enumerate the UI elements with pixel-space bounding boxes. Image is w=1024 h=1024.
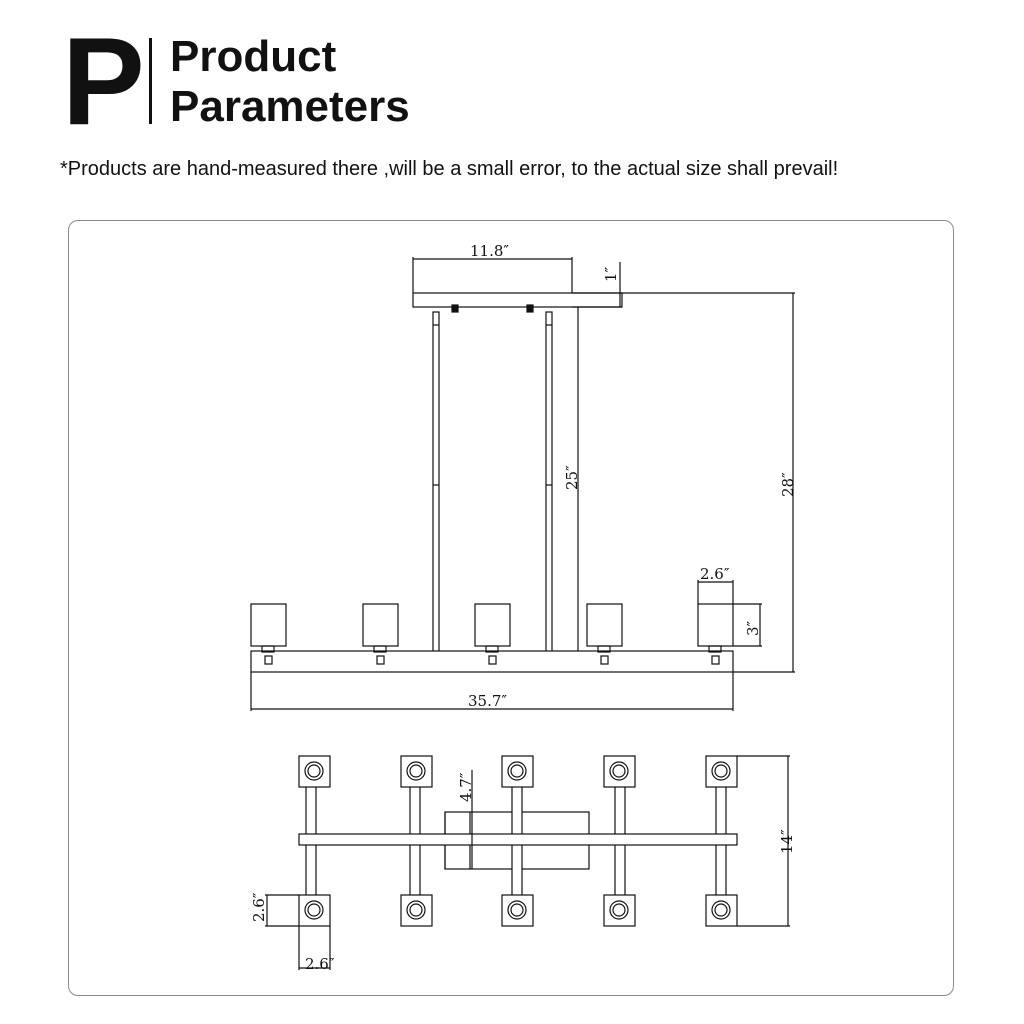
rod-right: [545, 311, 553, 653]
logo-divider: [149, 38, 152, 124]
diagram-frame: [68, 220, 954, 996]
shade-2: [362, 603, 399, 665]
dim-overall-height: 28″: [779, 472, 797, 497]
dim-canopy-height: 1″: [602, 266, 620, 282]
rod-left: [432, 311, 440, 653]
dim-top-shade-height: 2.6″: [250, 892, 268, 922]
measurement-notice: *Products are hand-measured there ,will …: [60, 158, 839, 180]
dim-top-canopy-depth: 4.7″: [457, 772, 475, 802]
title-line-1: Product: [170, 32, 337, 81]
logo-letter: P: [62, 13, 145, 151]
dim-shade-width: 2.6″: [700, 565, 730, 583]
dim-canopy-width: 11.8″: [470, 242, 509, 260]
dim-top-overall-depth: 14″: [778, 829, 796, 854]
top-shade-row-2: [298, 894, 738, 927]
shade-3: [474, 603, 511, 665]
shade-4: [586, 603, 623, 665]
canopy-screw-right: [526, 304, 534, 313]
shade-1: [250, 603, 287, 665]
title-line-2: Parameters: [170, 82, 410, 131]
dim-top-shade-width: 2.6″: [305, 955, 335, 973]
canopy: [412, 292, 623, 308]
top-shade-row-1: [298, 755, 738, 788]
top-main-bar: [298, 833, 738, 846]
dim-shade-height: 3″: [744, 620, 762, 636]
canopy-screw-left: [451, 304, 459, 313]
main-bar: [250, 650, 734, 673]
shade-5: [697, 603, 734, 665]
dim-rod-length: 25″: [563, 465, 581, 490]
page-title: Product Parameters: [170, 32, 410, 132]
dim-overall-length: 35.7″: [468, 692, 507, 710]
